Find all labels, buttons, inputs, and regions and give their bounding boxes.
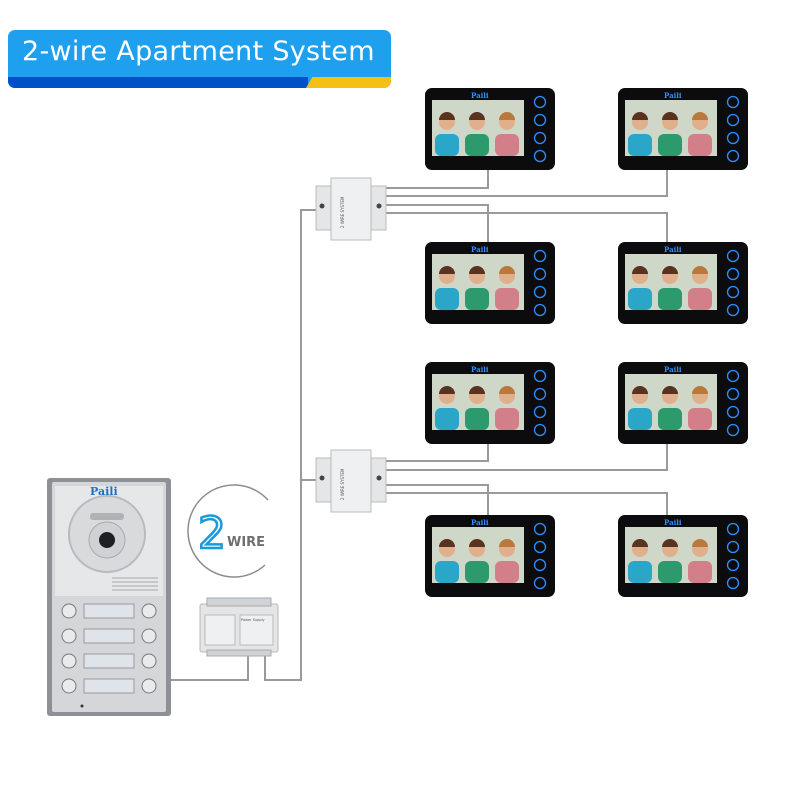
monitor-button[interactable] [533,285,547,299]
call-button[interactable] [141,603,157,619]
logo-word: WIRE [227,535,265,550]
call-button[interactable] [61,653,77,669]
indoor-monitor: Paili [425,88,555,170]
indoor-monitor: Paili [425,242,555,324]
monitor-button[interactable] [533,558,547,572]
title-banner: 2-wire Apartment System [8,30,391,88]
indoor-monitor: Paili [618,88,748,170]
call-button[interactable] [141,653,157,669]
wire-door-to-power [170,655,249,681]
monitor-brand: Paili [471,91,489,100]
wire-monitor-6 [385,443,668,471]
wire-monitor-2 [385,170,668,197]
monitor-button[interactable] [726,285,740,299]
title: 2-wire Apartment System [22,36,375,67]
monitor-button[interactable] [726,558,740,572]
call-button[interactable] [61,628,77,644]
name-plate [83,603,135,619]
distributor-label: 2 WIRE SYSTEM [340,196,345,228]
monitor-button[interactable] [533,267,547,281]
monitor-brand: Paili [471,518,489,527]
banner-stripe [8,77,308,88]
monitor-button[interactable] [533,249,547,263]
monitor-button[interactable] [726,149,740,163]
door-station: Paili [47,478,171,716]
wire-trunk [264,209,318,681]
wire-monitor-8 [385,492,668,516]
monitor-brand: Paili [664,91,682,100]
monitor-brand: Paili [664,245,682,254]
wire-monitor-7 [385,484,489,516]
two-wire-logo: 2 WIRE [187,484,269,578]
wire-monitor-3 [385,204,489,243]
indoor-monitor: Paili [425,515,555,597]
call-button[interactable] [141,628,157,644]
call-button[interactable] [141,678,157,694]
door-station-brand: Paili [90,485,118,498]
monitor-button[interactable] [533,522,547,536]
monitor-button[interactable] [726,267,740,281]
monitor-button[interactable] [533,149,547,163]
monitor-button[interactable] [726,522,740,536]
call-button[interactable] [61,678,77,694]
monitor-button[interactable] [533,405,547,419]
monitor-button[interactable] [726,369,740,383]
monitor-brand: Paili [664,518,682,527]
wire-monitor-5 [385,443,489,462]
indoor-monitor: Paili [618,362,748,444]
name-plate [83,628,135,644]
distributor-box: 2 WIRE SYSTEM [315,177,387,241]
monitor-button[interactable] [726,249,740,263]
name-plate [83,653,135,669]
monitor-button[interactable] [726,113,740,127]
monitor-button[interactable] [726,95,740,109]
distributor-box: 2 WIRE SYSTEM [315,449,387,513]
monitor-button[interactable] [533,303,547,317]
monitor-brand: Paili [471,365,489,374]
monitor-button[interactable] [533,113,547,127]
monitor-button[interactable] [533,95,547,109]
monitor-button[interactable] [533,387,547,401]
monitor-button[interactable] [533,131,547,145]
monitor-button[interactable] [533,576,547,590]
monitor-button[interactable] [726,387,740,401]
monitor-brand: Paili [471,245,489,254]
logo-number: 2 [198,508,226,559]
wire-monitor-4 [385,212,668,243]
distributor-label: 2 WIRE SYSTEM [340,468,345,500]
indoor-monitor: Paili [618,515,748,597]
power-supply-label: Power Supply [241,618,265,622]
wire-monitor-1 [385,170,489,189]
monitor-button[interactable] [726,131,740,145]
power-supply: Power Supply [199,597,279,657]
monitor-brand: Paili [664,365,682,374]
monitor-button[interactable] [533,540,547,554]
monitor-button[interactable] [726,540,740,554]
indoor-monitor: Paili [425,362,555,444]
monitor-button[interactable] [726,303,740,317]
monitor-button[interactable] [726,576,740,590]
indoor-monitor: Paili [618,242,748,324]
wires [170,170,668,681]
monitor-button[interactable] [533,369,547,383]
call-button[interactable] [61,603,77,619]
monitor-button[interactable] [726,405,740,419]
monitor-button[interactable] [726,423,740,437]
monitor-button[interactable] [533,423,547,437]
name-plate [83,678,135,694]
